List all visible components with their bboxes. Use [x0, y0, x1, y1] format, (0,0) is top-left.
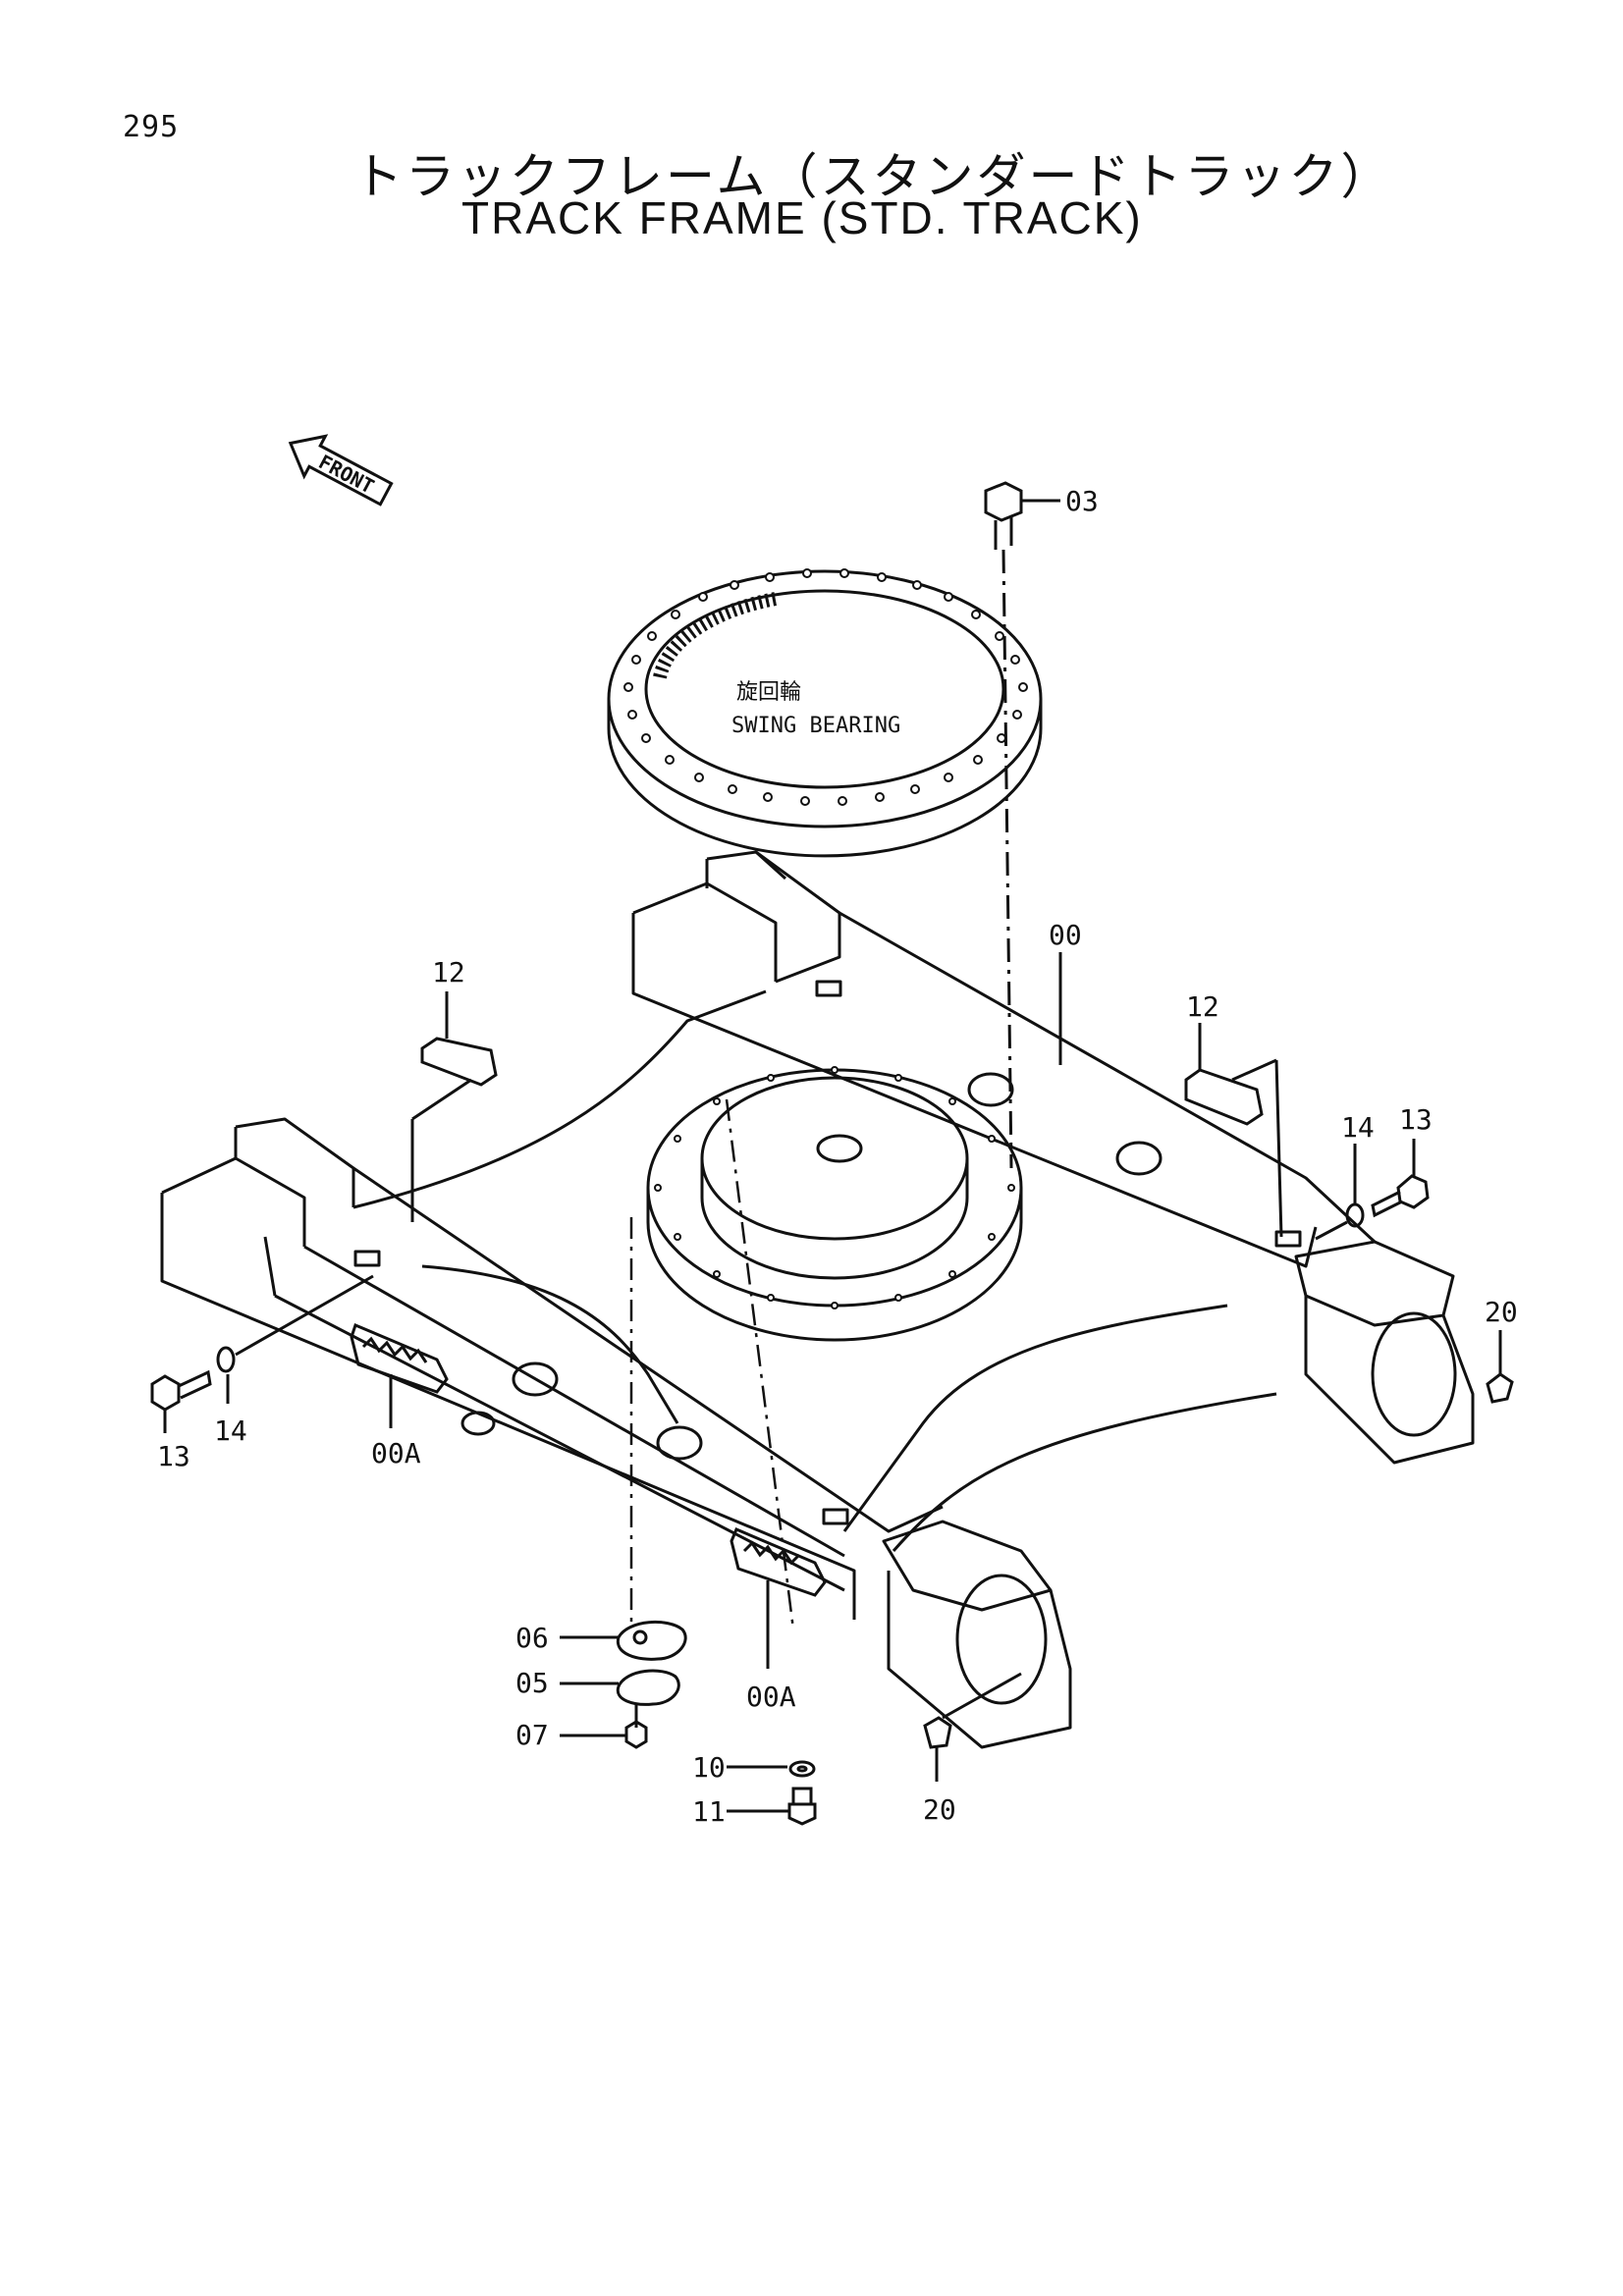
bolt-03 — [984, 481, 1060, 1169]
plate-05 — [560, 1669, 680, 1706]
plate-06 — [560, 1620, 687, 1661]
front-arrow-icon: FRONT — [288, 434, 394, 507]
page-title-jp: トラックフレーム（スタンダードトラック） — [353, 148, 1393, 205]
callout-14-left: 14 — [214, 1415, 247, 1447]
callout-07: 07 — [515, 1719, 549, 1751]
swing-bearing-label-jp: 旋回輪 — [736, 680, 801, 705]
bolt-13-right — [1371, 1139, 1430, 1218]
plug-11 — [727, 1787, 817, 1826]
guard-00a-right — [730, 1527, 827, 1669]
track-frame — [160, 850, 1475, 1749]
guard-00a-left — [350, 1322, 449, 1428]
washer-10 — [727, 1760, 816, 1778]
callout-20-right: 20 — [1485, 1296, 1518, 1328]
callout-13-left: 13 — [157, 1440, 190, 1472]
page-number: 295 — [123, 110, 180, 144]
swing-bearing-label-en: SWING BEARING — [731, 714, 900, 738]
block-12-right — [1184, 1023, 1283, 1238]
callout-12-left: 12 — [432, 956, 465, 988]
cap-20-right — [1486, 1330, 1514, 1404]
callout-00a-right: 00A — [746, 1681, 796, 1713]
callout-00: 00 — [1049, 919, 1082, 951]
callout-10: 10 — [692, 1751, 726, 1784]
callout-00a-left: 00A — [371, 1437, 421, 1469]
bolt-13-left — [150, 1369, 212, 1433]
bolt-07 — [560, 1703, 648, 1749]
callout-14-right: 14 — [1341, 1111, 1375, 1144]
callout-06: 06 — [515, 1622, 549, 1654]
block-12-left — [410, 991, 498, 1222]
washer-14-right — [1315, 1144, 1365, 1241]
washer-14-left — [216, 1274, 374, 1404]
callout-11: 11 — [692, 1795, 726, 1828]
callout-05: 05 — [515, 1667, 549, 1699]
cap-20-bottom — [923, 1672, 1022, 1782]
front-label: FRONT — [315, 450, 378, 498]
callout-20-bottom: 20 — [923, 1793, 956, 1826]
bearing-bolt-holes — [623, 568, 1028, 806]
swing-bearing — [607, 569, 1043, 858]
page-title-en: TRACK FRAME (STD. TRACK) — [461, 192, 1143, 243]
callout-03: 03 — [1065, 485, 1099, 517]
turntable-bolt-holes — [654, 1066, 1015, 1309]
callout-12-right: 12 — [1186, 990, 1219, 1023]
callout-13-right: 13 — [1399, 1103, 1433, 1136]
